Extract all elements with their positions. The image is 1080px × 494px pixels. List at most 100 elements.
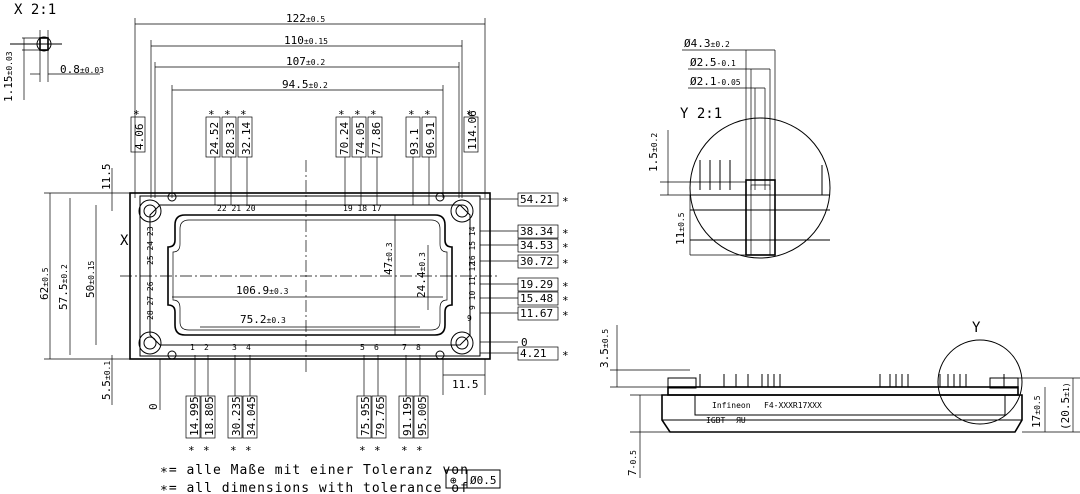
svg-text:∗: ∗ — [188, 442, 195, 455]
pin-dim-4-06: 4.06 — [133, 124, 146, 151]
svg-text:∗: ∗ — [562, 193, 569, 206]
svg-text:3: 3 — [232, 343, 237, 352]
left-dim-57-5: 57.5±0.2 — [57, 264, 70, 310]
svg-text:∗: ∗ — [466, 106, 473, 119]
bottom-pin-dims: 0 14.995 18.805 30.235 34.045 75.955 79.… — [147, 355, 429, 455]
detail-y-scale: Y 2:1 — [680, 106, 722, 122]
pin-dim-114-06: 114.06 — [466, 110, 479, 150]
svg-text:14.995: 14.995 — [188, 396, 201, 436]
part-label: F4-XXXR17XXX — [764, 401, 822, 410]
detail-y: Ø4.3±0.2 Ø2.5-0.1 Ø2.1-0.05 Y 2:1 1.5±0.… — [647, 37, 831, 259]
svg-text:30.235: 30.235 — [230, 396, 243, 436]
svg-text:∗: ∗ — [374, 442, 381, 455]
svg-text:∗: ∗ — [370, 106, 377, 119]
marker-x: X — [120, 233, 129, 249]
type-label: IGBT — [706, 416, 725, 425]
diameter-2-1: Ø2.1-0.05 — [690, 75, 741, 88]
note-de: ∗= alle Maße mit einer Toleranz von — [160, 463, 469, 478]
tolerance-value: Ø0.5 — [470, 474, 497, 487]
inner-dim-106-9: 106.9±0.3 — [236, 284, 289, 297]
svg-text:18.805: 18.805 — [203, 396, 216, 436]
side-dim-7: 7-0.5 — [626, 450, 639, 476]
left-dim-5-5: 5.5±0.1 — [100, 361, 113, 400]
pin-dim-70-24: 70.24 — [338, 122, 351, 155]
svg-text:∗: ∗ — [245, 442, 252, 455]
diameter-2-5: Ø2.5-0.1 — [690, 56, 736, 69]
left-dim-11-5: 11.5 — [100, 164, 113, 191]
svg-text:6: 6 — [374, 343, 379, 352]
svg-text:11.67: 11.67 — [520, 307, 553, 320]
svg-text:∗: ∗ — [562, 278, 569, 291]
ul-mark: ЯU — [736, 416, 746, 425]
svg-text:∗: ∗ — [240, 106, 247, 119]
svg-text:8: 8 — [416, 343, 421, 352]
pin-dim-24-52: 24.52 — [208, 122, 221, 155]
svg-text:∗: ∗ — [416, 442, 423, 455]
svg-text:79.765: 79.765 — [374, 396, 387, 436]
bottom-dim-11-5: 11.5 — [452, 378, 479, 391]
bottom-zero: 0 — [147, 403, 160, 410]
svg-text:∗: ∗ — [208, 106, 215, 119]
detail-y-dim-11: 11±0.5 — [674, 212, 687, 245]
detail-x: X 2:1 0.8±0.03 1.15±0.03 — [2, 2, 104, 102]
svg-text:∗: ∗ — [424, 106, 431, 119]
pin-dim-32-14: 32.14 — [240, 122, 253, 155]
svg-text:30.72: 30.72 — [520, 255, 553, 268]
pin-dim-28-33: 28.33 — [224, 122, 237, 155]
svg-text:19.29: 19.29 — [520, 278, 553, 291]
svg-text:∗: ∗ — [230, 442, 237, 455]
detail-x-scale: X 2:1 — [14, 2, 56, 18]
svg-text:∗: ∗ — [562, 307, 569, 320]
left-dim-62: 62±0.5 — [38, 267, 51, 300]
top-pin-numbers-left: 22 21 20 — [217, 204, 256, 213]
svg-text:∗: ∗ — [133, 106, 140, 119]
detail-x-height: 1.15±0.03 — [2, 51, 15, 102]
svg-text:25 24 23: 25 24 23 — [146, 226, 155, 265]
top-pin-numbers-right: 19 18 17 — [343, 204, 382, 213]
svg-text:15.48: 15.48 — [520, 292, 553, 305]
top-view: 122±0.5 110±0.15 107±0.2 94.5±0.2 — [38, 12, 569, 455]
svg-text:∗: ∗ — [359, 442, 366, 455]
svg-text:∗: ∗ — [562, 292, 569, 305]
pin-dim-96-91: 96.91 — [424, 122, 437, 155]
tolerance-notes: ∗= alle Maße mit einer Toleranz von ∗= a… — [160, 463, 501, 494]
side-view: Y Infineon F4-XXXR17XXX IGBT ЯU — [598, 320, 1080, 478]
svg-text:16 15 14: 16 15 14 — [468, 226, 477, 265]
svg-text:95.005: 95.005 — [416, 396, 429, 436]
width-dim-110: 110±0.15 — [284, 34, 328, 47]
svg-text:54.21: 54.21 — [520, 193, 553, 206]
svg-text:∗: ∗ — [562, 347, 569, 360]
inner-dim-75-2: 75.2±0.3 — [240, 313, 286, 326]
svg-text:2: 2 — [204, 343, 209, 352]
width-dim-122: 122±0.5 — [286, 12, 325, 25]
svg-text:4.21: 4.21 — [520, 347, 547, 360]
pin-dim-77-86: 77.86 — [370, 122, 383, 155]
top-pin-dims: 4.06 24.52 28.33 32.14 70.24 74.05 77.86… — [130, 106, 479, 205]
svg-text:∗: ∗ — [562, 255, 569, 268]
inner-dim-24-4: 24.4±0.3 — [415, 252, 428, 298]
diameter-4-3: Ø4.3±0.2 — [684, 37, 730, 50]
right-zero: 0 — [521, 336, 528, 349]
svg-text:1: 1 — [190, 343, 195, 352]
pin-dim-93-1: 93.1 — [408, 129, 421, 156]
width-dim-94-5: 94.5±0.2 — [282, 78, 328, 91]
inner-dim-47: 47±0.3 — [382, 242, 395, 275]
detail-y-dim-1-5: 1.5±0.2 — [647, 133, 660, 172]
note-en: ∗= all dimensions with tolerance of — [160, 481, 469, 494]
pin-dim-74-05: 74.05 — [354, 122, 367, 155]
left-dim-50: 50±0.15 — [84, 260, 97, 298]
svg-text:9: 9 — [467, 314, 472, 323]
side-dim-17: 17±0.5 — [1030, 395, 1043, 428]
svg-text:75.955: 75.955 — [359, 396, 372, 436]
svg-text:∗: ∗ — [562, 239, 569, 252]
svg-text:4: 4 — [246, 343, 251, 352]
side-dim-20-5: (20.5±1) — [1059, 382, 1072, 430]
position-symbol: ⊕ — [450, 474, 457, 487]
svg-text:∗: ∗ — [562, 225, 569, 238]
svg-text:5: 5 — [360, 343, 365, 352]
svg-text:34.53: 34.53 — [520, 239, 553, 252]
svg-text:∗: ∗ — [224, 106, 231, 119]
svg-text:91.195: 91.195 — [401, 396, 414, 436]
right-pin-dims: 54.21 38.34 34.53 30.72 19.29 15.48 11.6… — [480, 192, 569, 361]
